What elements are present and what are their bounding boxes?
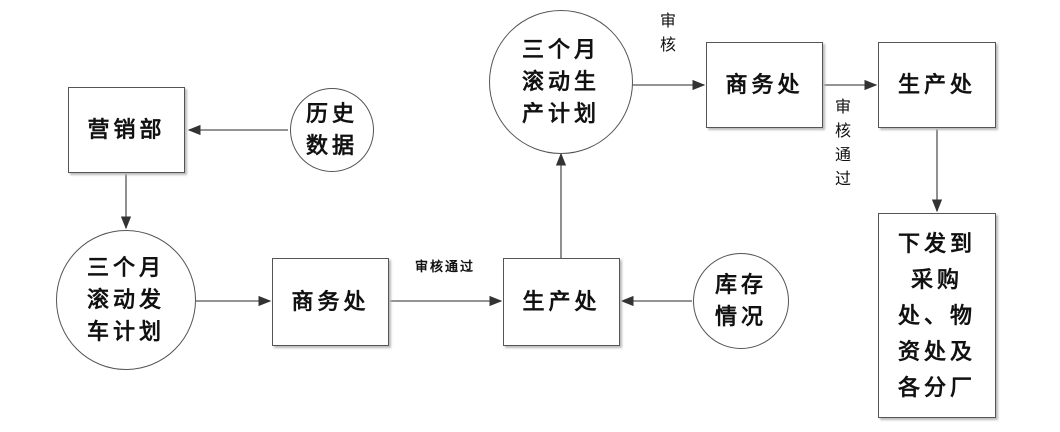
marketing-dept-box: 营销部 [68,87,185,173]
delivery-plan-circle: 三个月滚动发车计划 [56,230,196,370]
commerce-box-2: 商务处 [706,42,823,128]
production-box-1: 生产处 [503,258,620,346]
issue-box: 下发到采购处、物资处及各分厂 [878,213,996,418]
production-plan-circle: 三个月滚动生产计划 [489,10,633,154]
approved-label-2: 审核通过 [832,98,851,194]
production-box-2: 生产处 [878,42,996,128]
history-data-circle: 历史数据 [290,88,374,172]
commerce-box-1: 商务处 [272,258,389,346]
approved-label-1: 审核通过 [415,260,476,275]
review-label: 审核 [657,12,676,60]
inventory-circle: 库存情况 [693,253,789,349]
